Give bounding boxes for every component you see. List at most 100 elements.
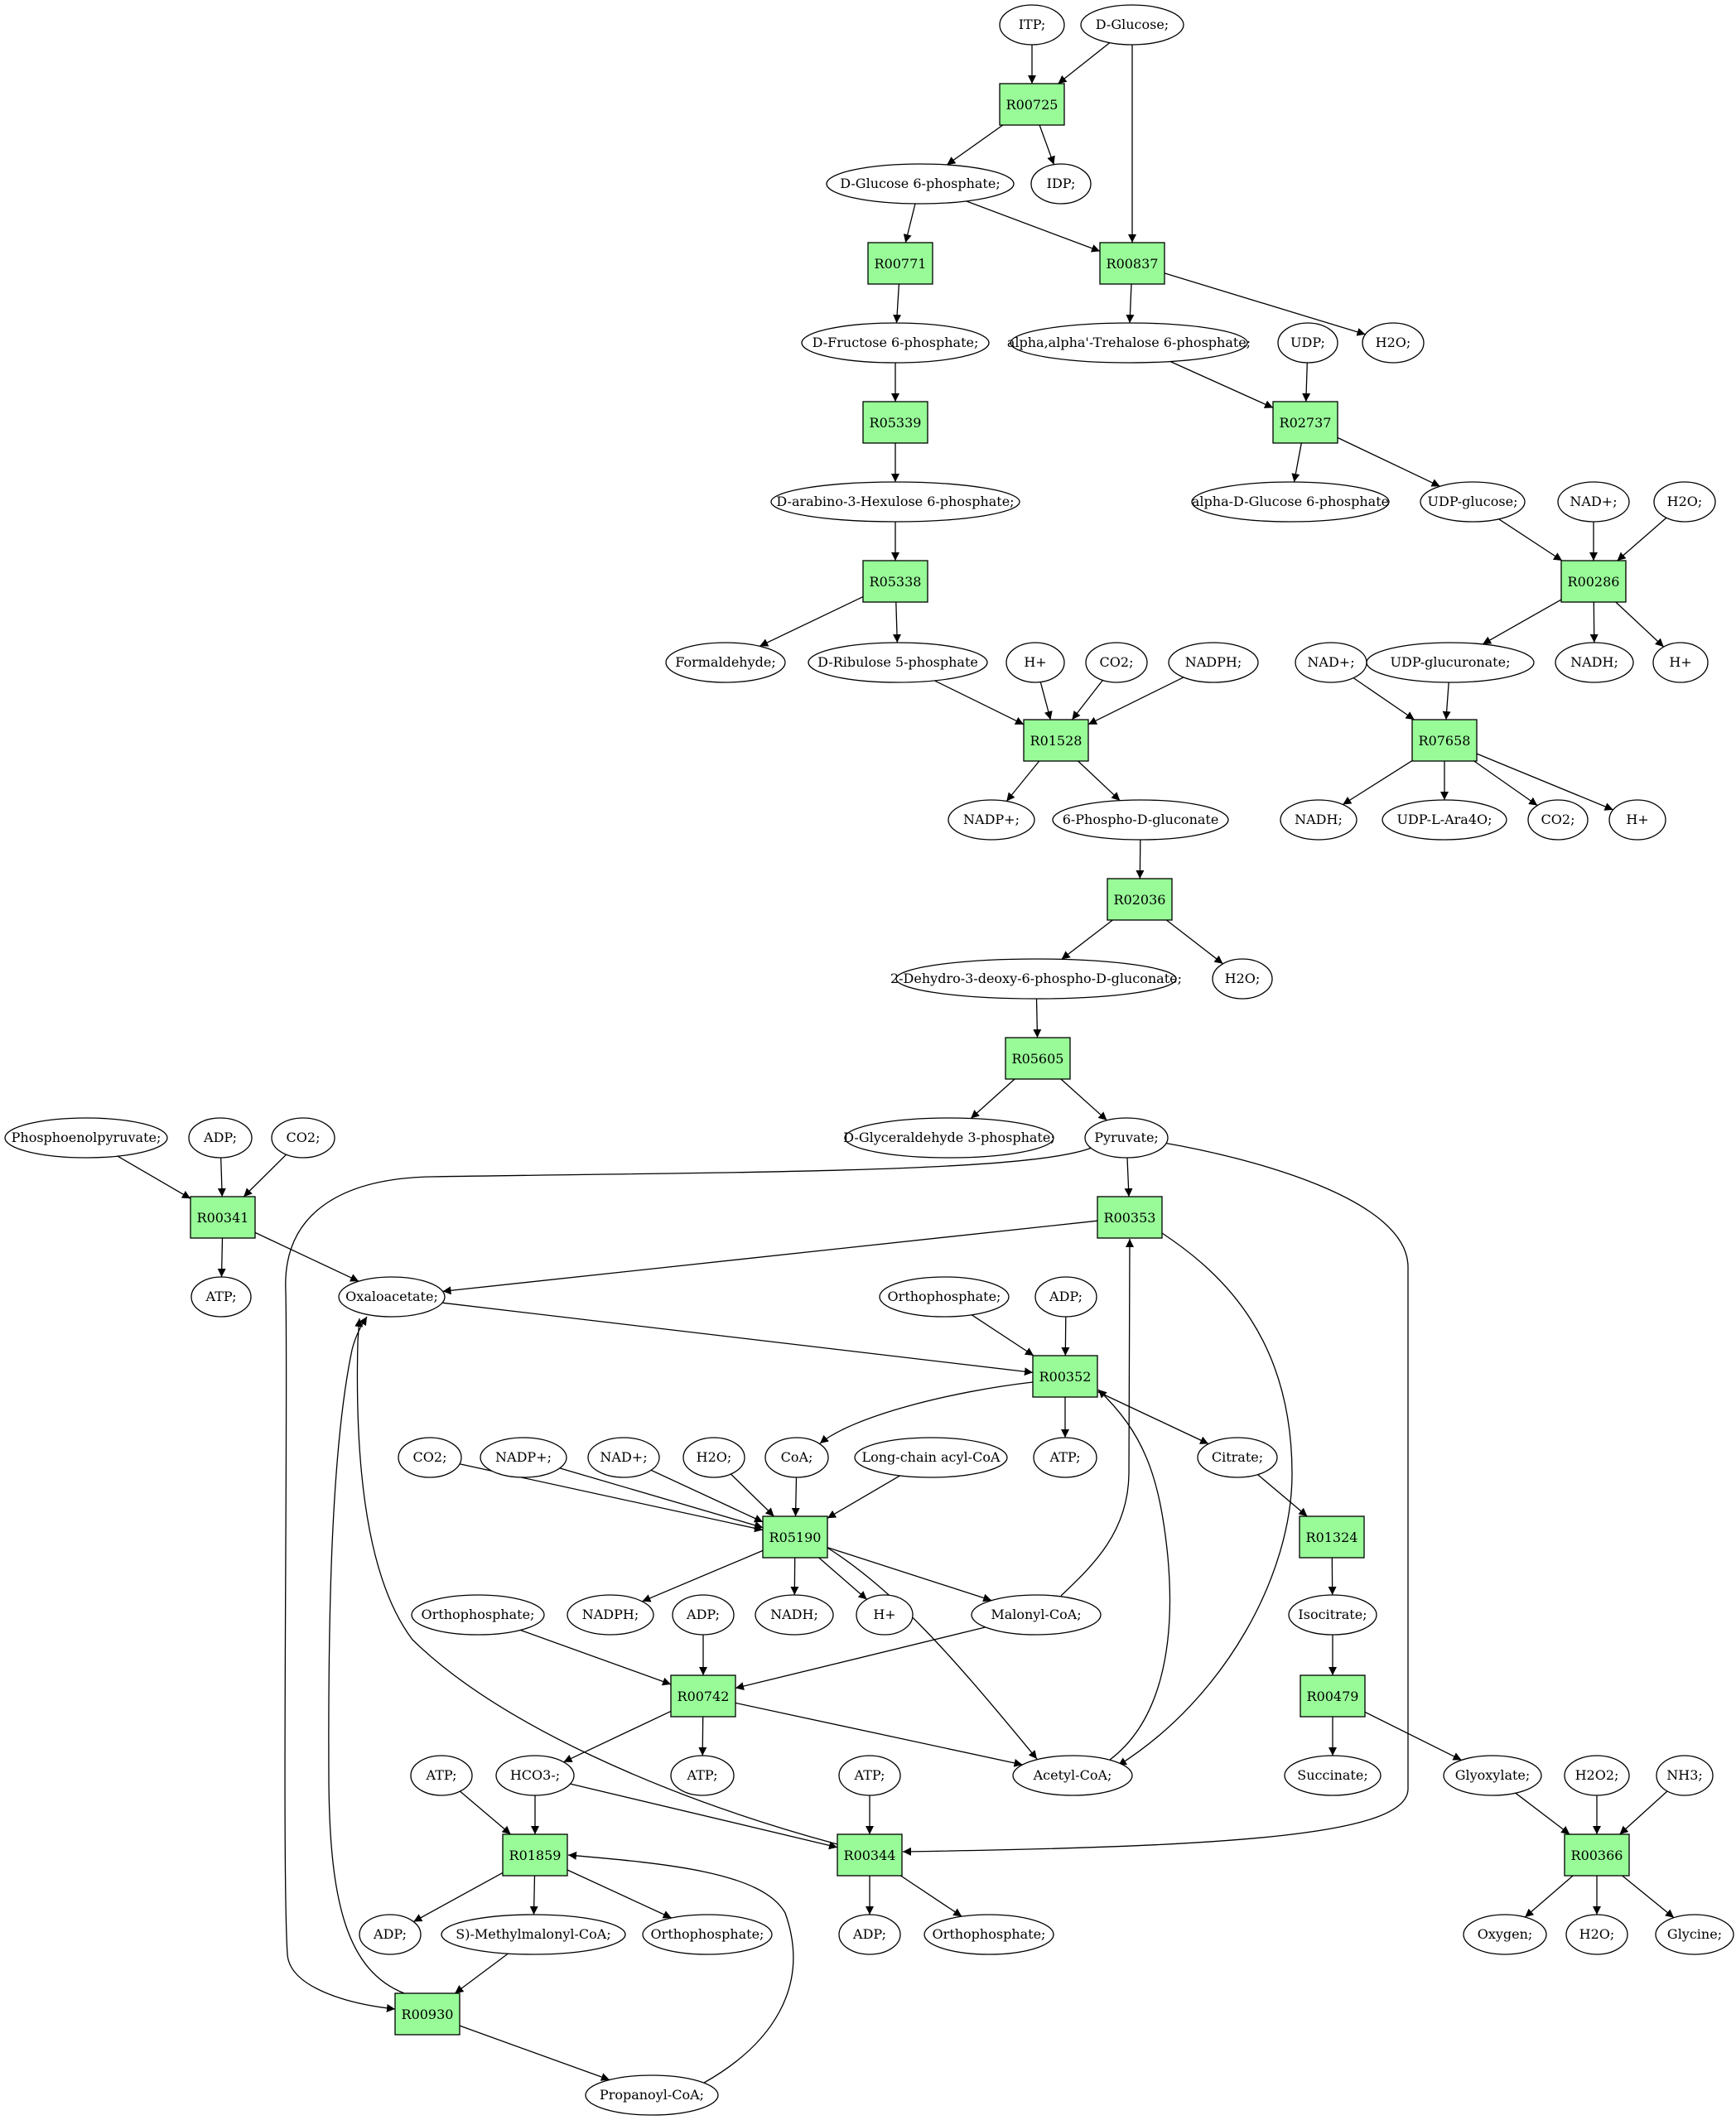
metabolite-label: ATP; [426, 1767, 457, 1783]
edge-r00742-to-hco3 [564, 1711, 672, 1761]
edge-g6p-to-r00771 [905, 204, 915, 243]
metabolite-adp_b: ADP; [1035, 1277, 1097, 1317]
metabolite-kdpg: 2-Dehydro-3-deoxy-6-phospho-D-gluconate; [890, 959, 1182, 999]
metabolite-lcacylcoa: Long-chain acyl-CoA [855, 1438, 1007, 1477]
reaction-r05190: R05190 [763, 1516, 827, 1558]
edge-propanoylcoa-to-r01859 [568, 1855, 793, 2083]
metabolite-nadh_c: NADH; [755, 1595, 833, 1635]
metabolite-h2o_c: H2O; [683, 1438, 745, 1477]
reaction-label: R00353 [1104, 1210, 1156, 1226]
metabolite-label: 6-Phospho-D-gluconate [1063, 812, 1219, 827]
metabolite-label: S)-Methylmalonyl-CoA; [456, 1926, 611, 1942]
edge-r00366-to-oxygen [1525, 1876, 1573, 1917]
metabolite-atp_a: ATP; [191, 1277, 251, 1317]
edge-r00341-to-atp_a [222, 1238, 223, 1277]
edge-r00725-to-idp [1039, 125, 1054, 165]
reaction-label: R05338 [870, 574, 922, 590]
metabolite-label: 2-Dehydro-3-deoxy-6-phospho-D-gluconate; [890, 971, 1182, 986]
metabolite-label: CO2; [1541, 812, 1575, 827]
metabolite-label: H2O; [1225, 971, 1261, 986]
reaction-r00341: R00341 [190, 1197, 255, 1238]
reaction-label: R05605 [1012, 1051, 1064, 1067]
metabolite-label: ADP; [852, 1926, 886, 1942]
metabolite-adp_c: ADP; [673, 1595, 734, 1635]
reaction-label: R00479 [1307, 1689, 1359, 1704]
metabolite-label: UDP-L-Ara4O; [1396, 812, 1492, 827]
metabolite-hplus_d: H+ [856, 1595, 913, 1635]
reaction-label: R01528 [1030, 733, 1083, 749]
edge-smethylmalonylcoa-to-r00930 [455, 1954, 508, 1993]
metabolite-label: Oxaloacetate; [345, 1289, 438, 1304]
edge-r00771-to-f6p [897, 284, 899, 323]
metabolite-label: D-Glyceraldehyde 3-phosphate; [843, 1130, 1054, 1145]
metabolite-orthophosphate_d: Orthophosphate; [924, 1915, 1054, 1954]
metabolite-nadh_b: NADH; [1280, 800, 1357, 840]
edge-nadph_a-to-r01528 [1088, 677, 1184, 725]
metabolite-h2o_b: H2O; [1213, 959, 1272, 999]
metabolite-idp: IDP; [1031, 164, 1091, 204]
metabolite-adg6p: alpha-D-Glucose 6-phosphate [1192, 482, 1389, 522]
metabolite-label: H2O; [1667, 494, 1703, 509]
reaction-label: R02036 [1114, 892, 1166, 908]
metabolite-label: H2O; [1376, 335, 1411, 350]
metabolite-nadp_b: NADP+; [480, 1438, 567, 1477]
reaction-label: R00930 [402, 2007, 454, 2022]
reaction-label: R00725 [1006, 97, 1058, 113]
metabolite-label: NH3; [1666, 1767, 1703, 1783]
metabolite-glyoxylate: Glyoxylate; [1444, 1756, 1541, 1795]
reaction-label: R05339 [870, 415, 922, 431]
metabolite-label: NADP+; [963, 812, 1020, 827]
metabolite-nadph_b: NADPH; [567, 1595, 653, 1635]
edge-udpglucose-to-r00286 [1499, 519, 1562, 561]
reaction-r00479: R00479 [1300, 1675, 1365, 1717]
metabolite-co2_a: CO2; [1086, 643, 1147, 682]
edge-r00286-to-udpglucuronate [1483, 600, 1561, 644]
metabolite-phosphogluconate: 6-Phospho-D-gluconate [1053, 800, 1228, 840]
metabolite-label: CO2; [413, 1449, 447, 1465]
metabolite-label: Long-chain acyl-CoA [861, 1449, 1000, 1465]
metabolite-label: Orthophosphate; [651, 1926, 764, 1942]
metabolite-h2o_a: H2O; [1654, 482, 1715, 522]
reaction-label: R00837 [1107, 256, 1159, 272]
edge-co2_a-to-r01528 [1072, 680, 1102, 720]
metabolite-ribulose5p: D-Ribulose 5-phosphate [808, 643, 987, 682]
edge-r05190-to-acetylcoa [827, 1548, 1037, 1759]
reaction-r00344: R00344 [837, 1834, 902, 1876]
reaction-r00286: R00286 [1561, 561, 1626, 602]
edge-kdpg-to-r05605 [1037, 999, 1038, 1038]
metabolite-udplara4o: UDP-L-Ara4O; [1382, 800, 1507, 840]
edge-adp_a-to-r00341 [221, 1158, 223, 1197]
metabolite-label: Formaldehyde; [675, 654, 776, 670]
reaction-r05605: R05605 [1005, 1038, 1070, 1079]
edge-nh3-to-r00366 [1620, 1791, 1668, 1834]
metabolite-propanoylcoa: Propanoyl-CoA; [586, 2075, 718, 2115]
metabolite-acetylcoa: Acetyl-CoA; [1013, 1756, 1132, 1795]
edge-r00742-to-acetylcoa [735, 1703, 1023, 1765]
edge-nadp_b-to-r05190 [560, 1468, 763, 1528]
metabolite-label: UDP-glucose; [1428, 494, 1518, 509]
metabolite-adp_e: ADP; [839, 1915, 900, 1954]
metabolite-label: H2O; [697, 1449, 732, 1465]
metabolite-label: H+ [873, 1607, 895, 1622]
metabolite-label: Propanoyl-CoA; [600, 2087, 704, 2103]
metabolite-dglucose: D-Glucose; [1081, 5, 1184, 45]
metabolite-label: ITP; [1019, 17, 1046, 32]
metabolite-hplus_a: H+ [1006, 643, 1064, 682]
edge-r00352-to-citrate [1097, 1391, 1208, 1443]
edge-r02036-to-h2o_b [1166, 920, 1222, 964]
edge-nad_c-to-r05190 [651, 1470, 763, 1522]
edge-r01528-to-nadp_a [1006, 761, 1039, 802]
metabolite-label: H+ [1626, 812, 1648, 827]
metabolite-label: ADP; [373, 1926, 407, 1942]
reaction-r05338: R05338 [863, 561, 928, 602]
metabolite-udpglucose: UDP-glucose; [1420, 482, 1525, 522]
edge-r05190-to-hplus_d [819, 1558, 867, 1599]
reaction-r05339: R05339 [863, 402, 928, 443]
edge-pyruvate-to-r00353 [1127, 1158, 1129, 1197]
metabolite-label: NADPH; [1185, 654, 1242, 670]
reaction-r00771: R00771 [868, 243, 933, 284]
metabolite-orthophosphate_c: Orthophosphate; [643, 1915, 772, 1954]
edge-r02737-to-udpglucose [1338, 438, 1440, 487]
